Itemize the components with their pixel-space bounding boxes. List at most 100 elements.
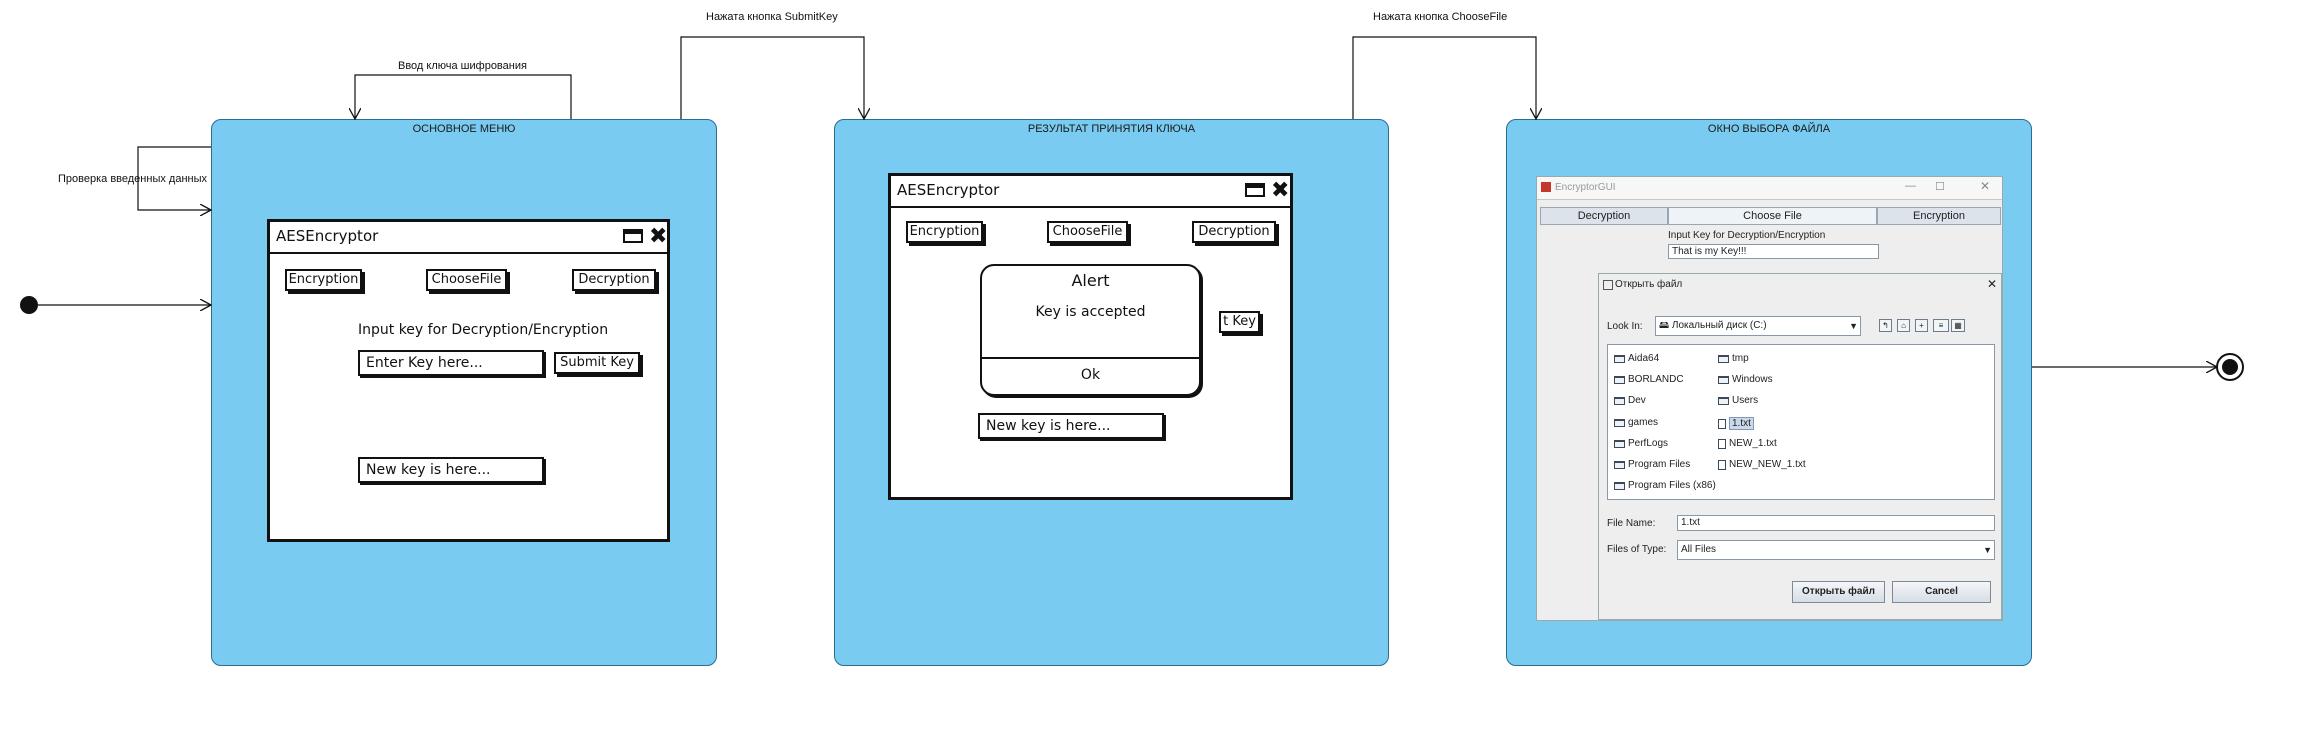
folder-icon bbox=[1718, 375, 1729, 384]
minimize-icon[interactable]: — bbox=[1905, 180, 1916, 192]
tab-choose-file[interactable]: Choose File bbox=[1668, 207, 1877, 225]
titlebar-divider bbox=[270, 252, 667, 254]
close-icon[interactable]: ✖ bbox=[1271, 178, 1290, 203]
list-view-icon[interactable]: ≡ bbox=[1933, 319, 1949, 332]
dialog-close-icon[interactable]: ✕ bbox=[1987, 277, 1998, 291]
app-title: EncryptorGUI bbox=[1555, 182, 1616, 193]
choose-file-button[interactable]: ChooseFile bbox=[426, 269, 507, 291]
window-title: AESEncryptor bbox=[276, 227, 379, 245]
state-file-chooser: ОКНО ВЫБОРА ФАЙЛА EncryptorGUI — ☐ ✕ Dec… bbox=[1506, 119, 2032, 666]
folder-icon bbox=[1614, 418, 1625, 427]
submit-key-button[interactable]: Submit Key bbox=[554, 352, 640, 374]
file-name-input[interactable]: 1.txt bbox=[1677, 515, 1995, 531]
list-item[interactable]: Program Files (x86) bbox=[1614, 480, 1716, 491]
alert-dialog: Alert Key is accepted Ok bbox=[980, 264, 1201, 396]
sketch-window-result: AESEncryptor ✖ Encryption ChooseFile Dec… bbox=[888, 173, 1293, 500]
window-title: AESEncryptor bbox=[897, 181, 1000, 199]
look-in-value: Локальный диск (C:) bbox=[1671, 320, 1767, 331]
decryption-button[interactable]: Decryption bbox=[572, 269, 656, 291]
folder-icon bbox=[1614, 481, 1625, 490]
key-prompt: Input key for Decryption/Encryption bbox=[358, 322, 609, 338]
sketch-window-main: AESEncryptor ✖ Encryption ChooseFile Dec… bbox=[267, 219, 670, 542]
submit-key-button-partial[interactable]: t Key bbox=[1219, 311, 1260, 333]
state-key-result: РЕЗУЛЬТАТ ПРИНЯТИЯ КЛЮЧА AESEncryptor ✖ … bbox=[834, 119, 1389, 666]
list-item[interactable]: BORLANDC bbox=[1614, 374, 1684, 385]
maximize-icon[interactable] bbox=[1245, 183, 1265, 197]
tab-encryption[interactable]: Encryption bbox=[1877, 207, 2001, 225]
folder-icon bbox=[1614, 396, 1625, 405]
app-titlebar: EncryptorGUI — ☐ ✕ bbox=[1537, 177, 2002, 200]
final-node-outer bbox=[2216, 353, 2244, 381]
dialog-icon bbox=[1603, 280, 1613, 290]
enter-key-loop bbox=[355, 74, 572, 119]
folder-icon bbox=[1614, 375, 1625, 384]
initial-node bbox=[20, 296, 38, 314]
dialog-title: Открыть файл bbox=[1615, 279, 1683, 290]
app-key-prompt: Input Key for Decryption/Encryption bbox=[1668, 230, 1826, 241]
state-title: РЕЗУЛЬТАТ ПРИНЯТИЯ КЛЮЧА bbox=[1027, 123, 1196, 135]
open-file-button[interactable]: Открыть файл bbox=[1792, 581, 1885, 603]
key-input[interactable]: Enter Key here... bbox=[358, 350, 544, 376]
alert-divider bbox=[982, 357, 1199, 359]
details-view-icon[interactable]: ▦ bbox=[1951, 319, 1965, 332]
label-check-input: Проверка введенных данных bbox=[58, 173, 208, 185]
folder-icon bbox=[1718, 354, 1729, 363]
label-enter-key: Ввод ключа шифрования bbox=[398, 60, 527, 72]
look-in-select[interactable]: 🖴 Локальный диск (C:) ▼ bbox=[1655, 316, 1861, 336]
app-window: EncryptorGUI — ☐ ✕ Decryption Choose Fil… bbox=[1536, 176, 2003, 621]
titlebar-divider bbox=[891, 206, 1290, 208]
list-item[interactable]: Windows bbox=[1718, 374, 1773, 385]
maximize-icon[interactable] bbox=[623, 229, 643, 243]
label-submit-key: Нажата кнопка SubmitKey bbox=[706, 11, 838, 23]
new-key-output: New key is here... bbox=[978, 413, 1164, 439]
list-item[interactable]: NEW_1.txt bbox=[1718, 438, 1777, 449]
choose-file-button[interactable]: ChooseFile bbox=[1047, 221, 1128, 243]
chevron-down-icon: ▼ bbox=[1849, 321, 1858, 331]
close-icon[interactable]: ✖ bbox=[649, 224, 668, 249]
list-item[interactable]: games bbox=[1614, 417, 1658, 428]
list-item[interactable]: tmp bbox=[1718, 353, 1749, 364]
close-icon[interactable]: ✕ bbox=[1980, 179, 1991, 193]
cancel-button[interactable]: Cancel bbox=[1892, 581, 1991, 603]
list-item[interactable]: Users bbox=[1718, 395, 1758, 406]
label-choose-file: Нажата кнопка ChooseFile bbox=[1373, 11, 1508, 23]
file-name-label: File Name: bbox=[1607, 518, 1656, 529]
file-icon bbox=[1718, 438, 1726, 449]
file-icon bbox=[1718, 459, 1726, 470]
tab-decryption[interactable]: Decryption bbox=[1540, 207, 1668, 225]
list-item[interactable]: NEW_NEW_1.txt bbox=[1718, 459, 1806, 470]
look-in-label: Look In: bbox=[1607, 321, 1643, 332]
list-item[interactable]: Aida64 bbox=[1614, 353, 1659, 364]
open-file-dialog: Открыть файл ✕ Look In: 🖴 Локальный диск… bbox=[1598, 273, 2002, 620]
submit-key-arrow bbox=[680, 36, 864, 119]
new-folder-icon[interactable]: + bbox=[1915, 319, 1928, 332]
folder-icon bbox=[1614, 460, 1625, 469]
list-item[interactable]: Program Files bbox=[1614, 459, 1690, 470]
home-icon[interactable]: ⌂ bbox=[1897, 319, 1910, 332]
drive-icon: 🖴 bbox=[1659, 320, 1670, 331]
alert-title: Alert bbox=[1071, 271, 1110, 290]
java-icon bbox=[1541, 182, 1551, 192]
alert-ok-button[interactable]: Ok bbox=[1080, 367, 1101, 383]
app-key-input[interactable]: That is my Key!!! bbox=[1668, 244, 1879, 259]
final-node-inner bbox=[2222, 359, 2238, 375]
alert-message: Key is accepted bbox=[1035, 304, 1146, 320]
files-of-type-select[interactable]: All Files ▼ bbox=[1677, 540, 1995, 560]
file-list[interactable]: Aida64 BORLANDC Dev games PerfLogs Progr… bbox=[1607, 344, 1995, 500]
encryption-button[interactable]: Encryption bbox=[285, 269, 362, 291]
list-item[interactable]: Dev bbox=[1614, 395, 1646, 406]
folder-icon bbox=[1614, 354, 1625, 363]
folder-icon bbox=[1614, 439, 1625, 448]
new-key-output: New key is here... bbox=[358, 457, 544, 483]
list-item-selected[interactable]: 1.txt bbox=[1718, 417, 1754, 430]
up-folder-icon[interactable]: ↰ bbox=[1879, 319, 1892, 332]
maximize-icon[interactable]: ☐ bbox=[1935, 181, 1945, 193]
choose-file-arrow bbox=[1352, 36, 1536, 119]
encryption-button[interactable]: Encryption bbox=[906, 221, 983, 243]
folder-icon bbox=[1718, 396, 1729, 405]
files-of-type-label: Files of Type: bbox=[1607, 544, 1667, 555]
decryption-button[interactable]: Decryption bbox=[1192, 221, 1276, 243]
state-main-menu: ОСНОВНОЕ МЕНЮ AESEncryptor ✖ Encryption … bbox=[211, 119, 717, 666]
list-item[interactable]: PerfLogs bbox=[1614, 438, 1668, 449]
state-title: ОСНОВНОЕ МЕНЮ bbox=[412, 123, 516, 135]
